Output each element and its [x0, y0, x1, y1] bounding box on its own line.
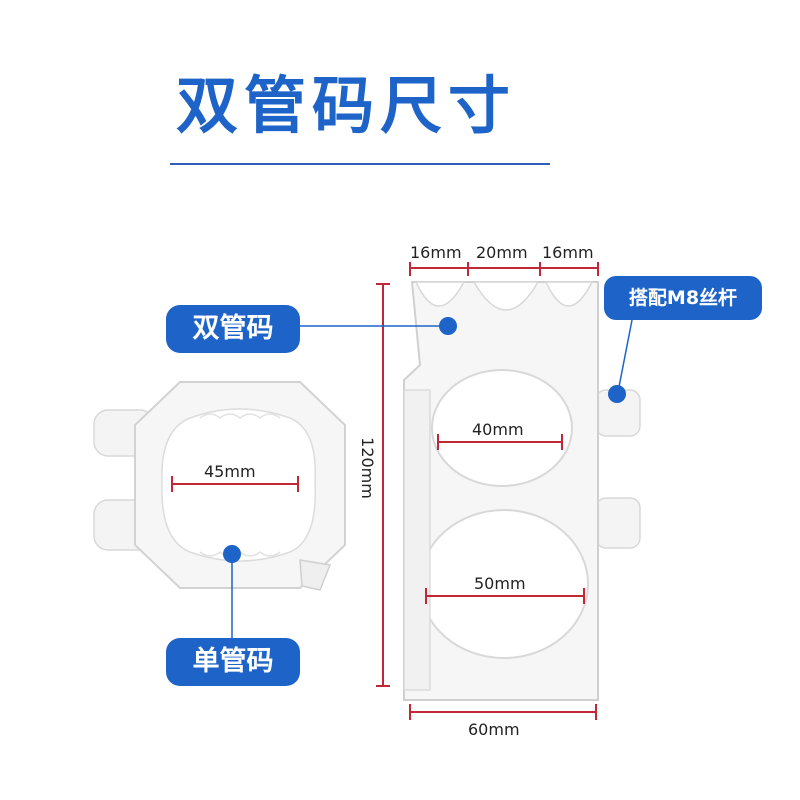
single-clamp-pointer: [223, 545, 241, 638]
top-left-slot-dimension: 16mm: [410, 243, 462, 262]
lower-ring-dimension: 50mm: [474, 574, 526, 593]
title-underline: [170, 163, 550, 165]
height-dimension-line: [376, 283, 390, 687]
upper-ring-dimension-line: [437, 434, 563, 450]
single-clamp-label: 单管码: [166, 638, 300, 686]
double-clamp-body: [403, 281, 641, 701]
double-clamp-label: 双管码: [166, 305, 300, 353]
lower-ring-dimension-line: [425, 588, 585, 604]
page-title: 双管码尺寸: [176, 69, 517, 142]
top-slot-dimension-lines: [409, 262, 599, 276]
single-ring-dimension: 45mm: [204, 462, 256, 481]
rod-pointer: [608, 319, 633, 403]
double-clamp-pointer: [300, 317, 457, 335]
width-dimension-line: [409, 704, 597, 720]
height-dimension: 120mm: [357, 437, 377, 499]
width-dimension: 60mm: [468, 720, 520, 739]
top-middle-slot-dimension: 20mm: [476, 243, 528, 262]
single-ring-dimension-line: [171, 476, 299, 492]
top-right-slot-dimension: 16mm: [542, 243, 594, 262]
upper-ring-dimension: 40mm: [472, 420, 524, 439]
single-clamp-body: [93, 381, 346, 591]
rod-label: 搭配M8丝杆: [604, 276, 762, 320]
